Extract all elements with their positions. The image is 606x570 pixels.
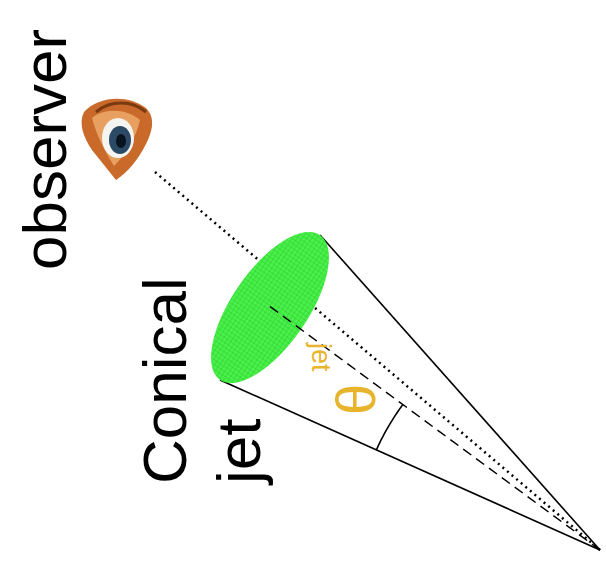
line-of-sight <box>155 172 600 550</box>
observer-label: observer <box>14 29 76 270</box>
jet-cap <box>189 213 351 401</box>
jet-axis <box>268 305 600 550</box>
angle-symbol: θ <box>328 384 384 415</box>
eye-icon <box>82 99 153 180</box>
cone-edge <box>320 235 600 550</box>
angle-subscript: jet <box>307 343 334 372</box>
jet-label: Conical jet <box>128 249 277 484</box>
cone-edge <box>220 380 600 550</box>
